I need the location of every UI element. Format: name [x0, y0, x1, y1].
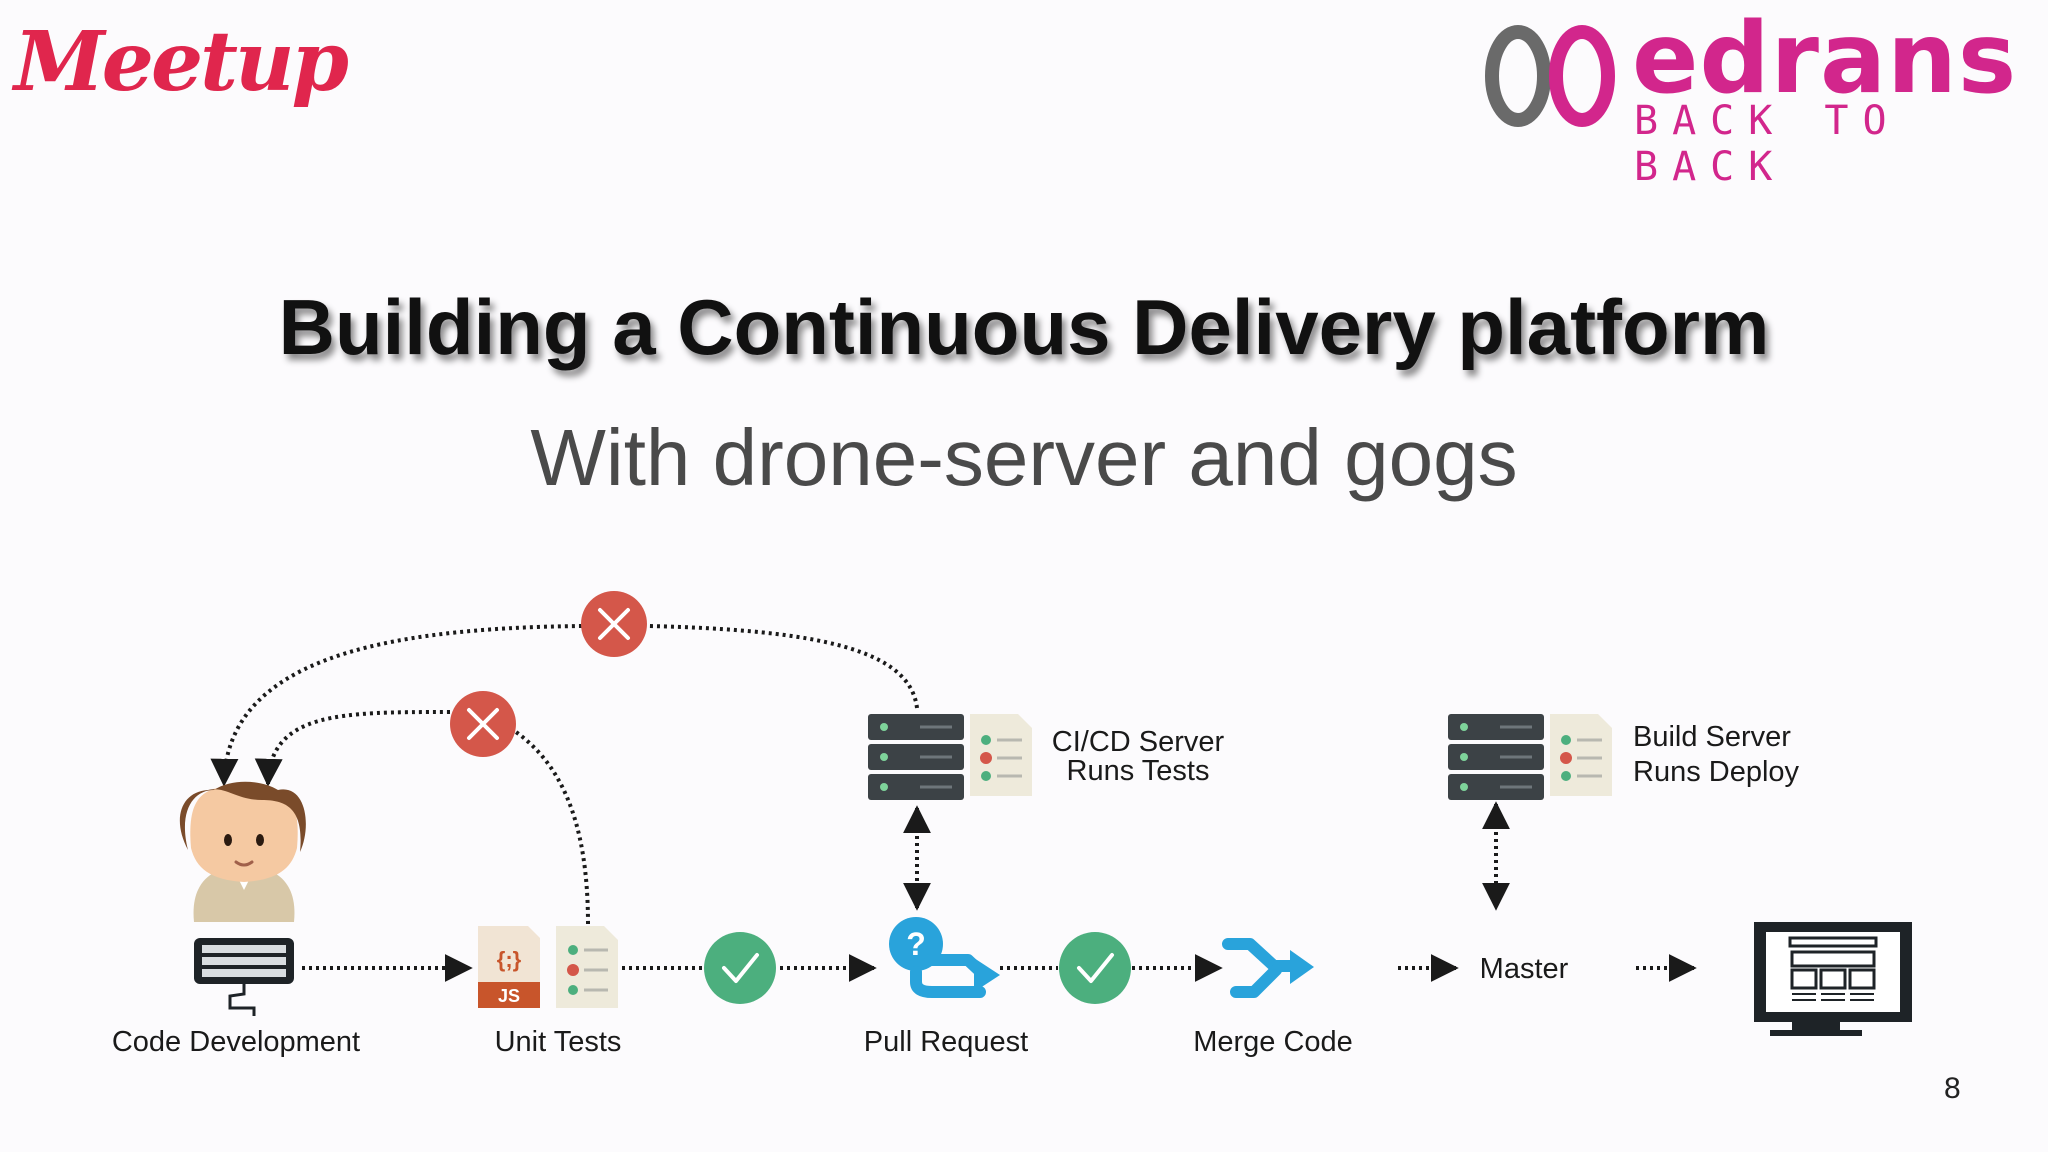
step-label-unit-tests: Unit Tests: [495, 1026, 622, 1058]
edrans-tagline: BACK TO BACK: [1634, 98, 1901, 190]
svg-text:{;}: {;}: [497, 947, 522, 972]
developer-avatar-icon: [179, 781, 306, 922]
feedback-ci-to-fail: [647, 624, 919, 709]
build-server-label-line2: Runs Deploy: [1633, 756, 1800, 788]
fail-icon-inner: [450, 691, 516, 757]
feedback-fail-to-dev-inner: [254, 710, 451, 787]
monitor-icon: [1754, 922, 1912, 1036]
fail-icon-outer: [581, 591, 647, 657]
svg-text:?: ?: [906, 926, 926, 962]
ci-server-label-line1: CI/CD Server: [1052, 726, 1225, 758]
test-report-icon: [556, 926, 618, 1008]
ci-report-icon: [970, 714, 1032, 796]
edrans-logo: edrans BACK TO BACK: [1478, 2, 2038, 190]
build-server-icon: [1448, 714, 1544, 800]
ci-server-icon: [868, 714, 964, 800]
keyboard-icon: [194, 938, 294, 1016]
svg-text:JS: JS: [498, 986, 520, 1006]
page-number: 8: [1944, 1072, 1961, 1105]
merge-icon: [1222, 938, 1314, 998]
build-server-label-line1: Build Server: [1633, 721, 1791, 753]
step-label-master: Master: [1480, 953, 1569, 985]
build-report-icon: [1550, 714, 1612, 796]
feedback-tests-to-fail: [508, 726, 590, 925]
edrans-wordmark: edrans: [1632, 2, 2018, 116]
ci-server-label-line2: Runs Tests: [1067, 755, 1210, 787]
slide-subtitle: With drone-server and gogs: [530, 413, 1518, 502]
meetup-logo: Meetup: [14, 14, 349, 110]
pass-icon-tests: [704, 932, 776, 1004]
pass-icon-pr: [1059, 932, 1131, 1004]
step-label-pull-request: Pull Request: [864, 1026, 1028, 1058]
edrans-mark-icon: [1485, 25, 1615, 127]
step-label-merge-code: Merge Code: [1193, 1026, 1353, 1058]
js-file-icon: {;} JS: [478, 926, 540, 1008]
feedback-fail-to-dev-outer: [210, 624, 583, 787]
slide-title: Building a Continuous Delivery platform: [278, 283, 1770, 371]
step-label-code-development: Code Development: [112, 1026, 360, 1058]
pull-request-icon: ?: [889, 917, 1000, 998]
